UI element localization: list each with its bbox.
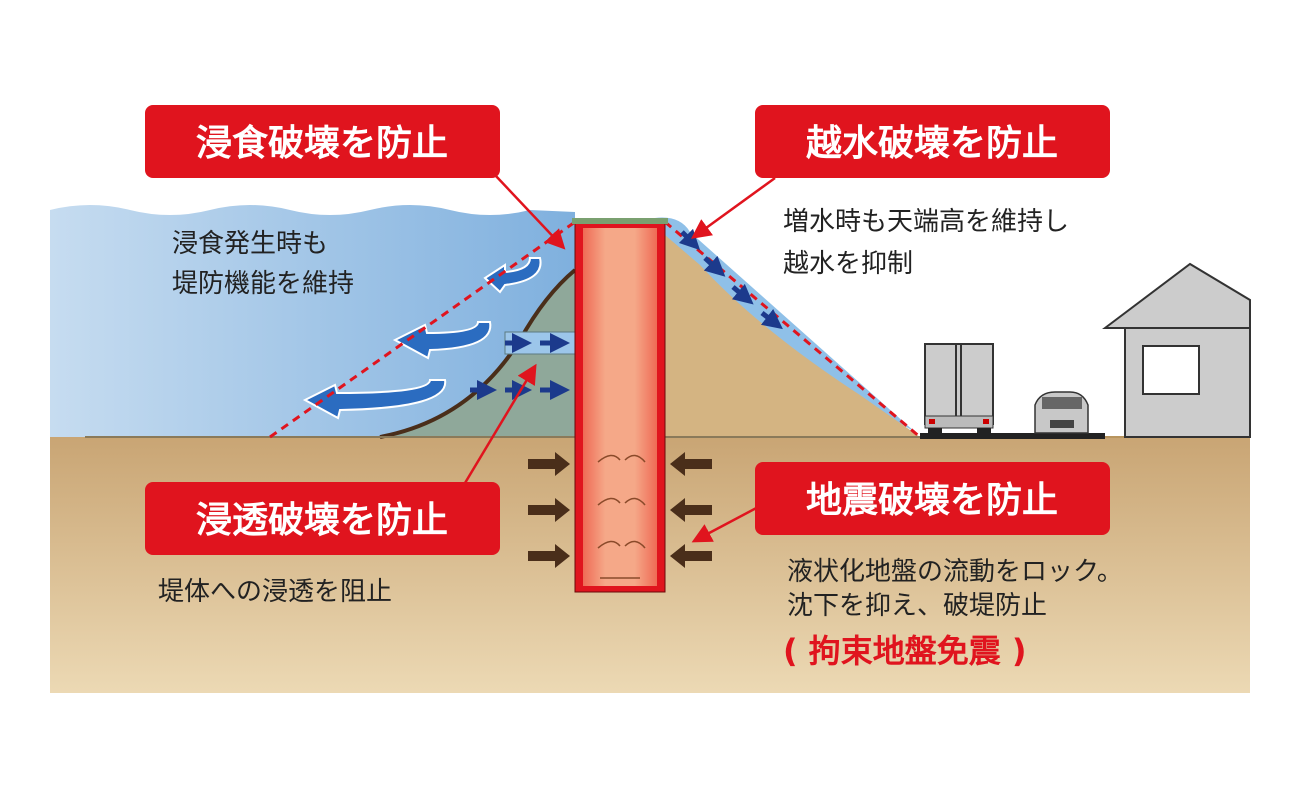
overflow-desc-2: 越水を抑制 [783, 249, 913, 279]
erosion-desc-2: 堤防機能を維持 [172, 269, 354, 299]
design-line-river [269, 220, 576, 439]
earthquake-desc-2: 沈下を抑え、破堤防止 [787, 591, 1047, 621]
callout-erosion: 浸食破壊を防止 [145, 105, 500, 178]
house [1102, 262, 1251, 438]
callout-earthquake-title: 地震破壊を防止 [806, 480, 1058, 521]
callout-overflow-title: 越水破壊を防止 [806, 123, 1058, 164]
callout-seepage: 浸透破壊を防止 [145, 482, 500, 555]
car [1034, 391, 1089, 434]
callout-overflow: 越水破壊を防止 [755, 105, 1110, 178]
earthquake-note: ( 拘束地盤免震 ) [783, 632, 1027, 670]
overflow-desc-1: 増水時も天端高を維持し [783, 207, 1069, 237]
callout-earthquake: 地震破壊を防止 [755, 462, 1110, 535]
erosion-desc-1: 浸食発生時も [172, 229, 328, 259]
truck [924, 343, 994, 436]
road [920, 433, 1105, 439]
callout-erosion-title: 浸食破壊を防止 [196, 123, 448, 164]
steel-wall [572, 218, 668, 593]
ground-pressure-arrows [528, 452, 712, 568]
seepage-desc-1: 堤体への浸透を阻止 [158, 577, 392, 607]
callout-seepage-title: 浸透破壊を防止 [196, 500, 448, 541]
seepage-arrows [470, 333, 570, 400]
levee-land-side [665, 235, 920, 437]
earthquake-desc-1: 液状化地盤の流動をロック。 [787, 557, 1123, 587]
